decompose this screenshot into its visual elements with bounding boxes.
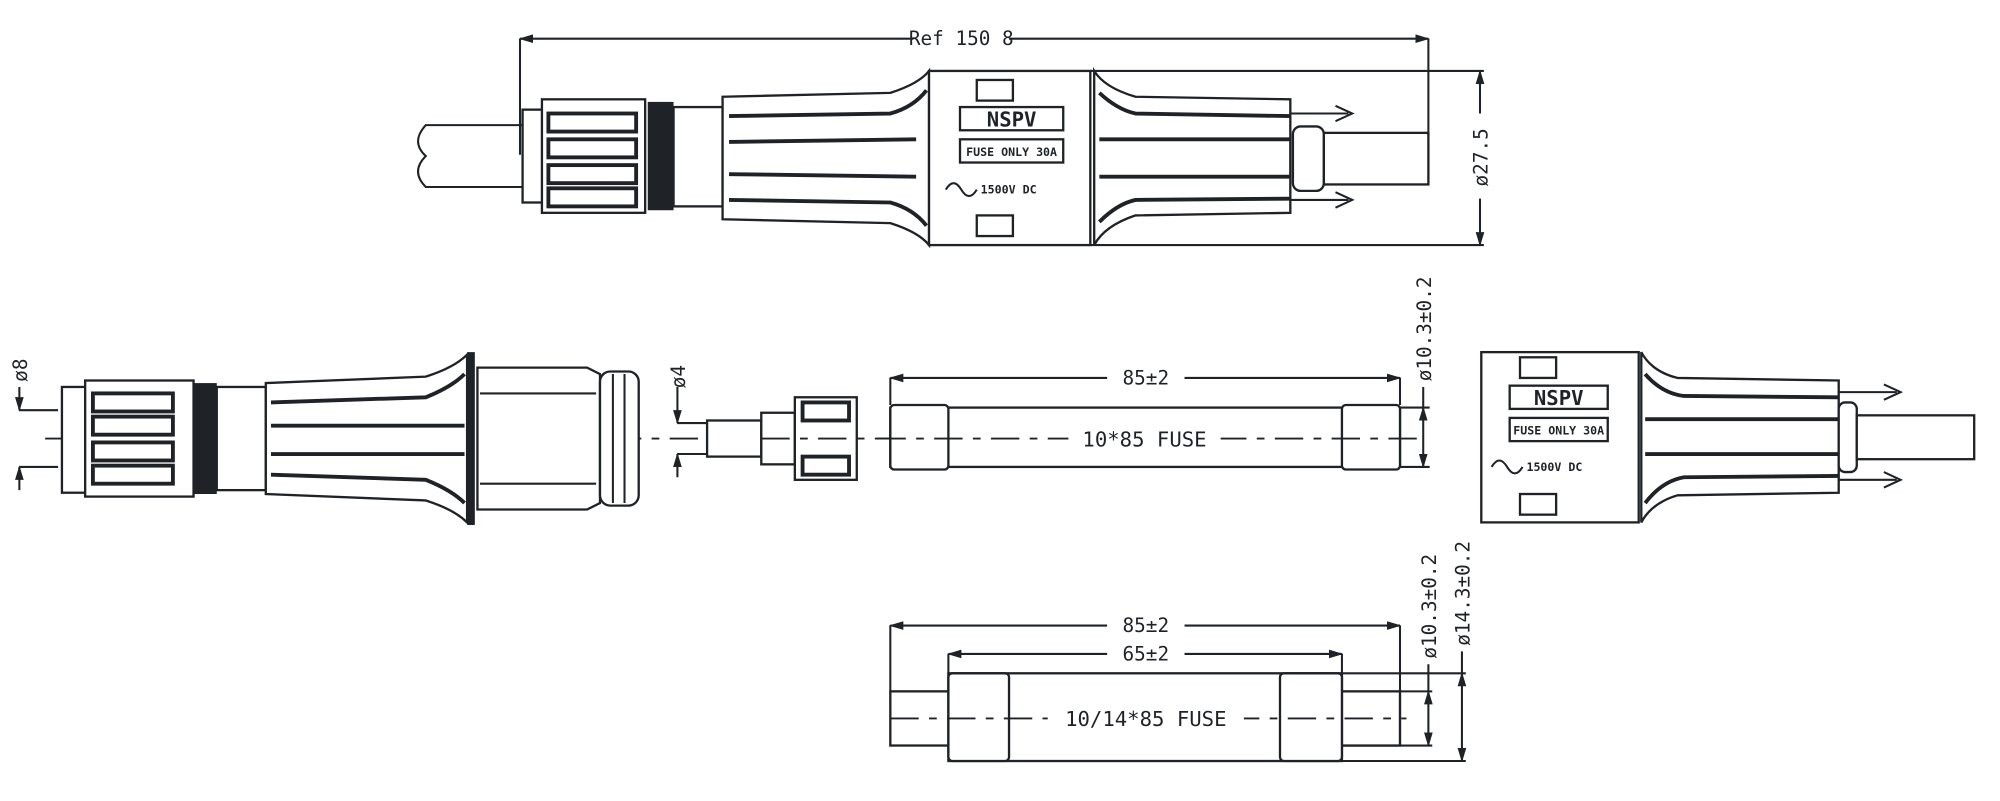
body-diameter-dimension: ø14.3±0.2 [1341, 541, 1475, 763]
fuse-10x85: 10*85 FUSE 85±2 ø10.3±0.2 [877, 277, 1436, 471]
fuse-label: 10*85 FUSE [1082, 427, 1206, 451]
latch-window-top [975, 78, 1015, 102]
contact-pin [705, 396, 891, 481]
pin-diameter-dimension: ø4 [667, 365, 708, 478]
cable-gland [60, 385, 87, 494]
fuse-length-label: 85±2 [1123, 366, 1170, 389]
body-neck [215, 385, 267, 492]
o-ring [193, 383, 217, 495]
exploded-female-connector: NSPV FUSE ONLY 30A 1500V DC [1480, 350, 1976, 524]
body-length-label: 65±2 [1123, 642, 1170, 665]
exploded-male-connector: ø8 ø4 [9, 351, 717, 526]
fuse-length-dimension: 85±2 [888, 365, 1402, 406]
locking-nut [83, 379, 195, 498]
cable-seal [1291, 125, 1326, 193]
end-cap [1278, 672, 1344, 763]
end-cap [947, 672, 1011, 763]
fuse-diameter-dimension: ø10.3±0.2 [1400, 277, 1436, 469]
overall-length-dimension: 85±2 [888, 612, 1402, 746]
voltage-text: 1500V DC [1526, 460, 1582, 474]
cable-seal [1837, 401, 1858, 474]
body-diameter-label: ø14.3±0.2 [1452, 541, 1475, 646]
cable-diameter-dimension: ø8 [9, 359, 59, 491]
voltage-text: 1500V DC [981, 182, 1037, 196]
outer-diameter-label: ø27.5 [1470, 128, 1493, 186]
latch-arrow [1290, 104, 1355, 123]
right-cable [1855, 414, 1976, 461]
overall-length-label: 85±2 [1123, 614, 1170, 637]
fuse-label: 10/14*85 FUSE [1065, 707, 1226, 731]
ac-dc-symbol-icon [1490, 459, 1524, 475]
right-cable [1322, 131, 1430, 186]
overall-length-label: Ref 150 8 [909, 27, 1014, 50]
fuse-diameter-label: ø10.3±0.2 [1413, 277, 1436, 382]
diameter-dimension: ø27.5 [1090, 69, 1493, 247]
cable-diameter-label: ø8 [9, 359, 32, 382]
body-length-dimension: 65±2 [946, 641, 1344, 674]
end-cap [1340, 403, 1402, 471]
left-ribbed-body [721, 67, 931, 249]
cap-diameter-dimension: ø10.3±0.2 [1341, 554, 1441, 747]
latch-window-bottom [1518, 492, 1558, 516]
length-dimension: Ref 150 8 [518, 25, 1430, 155]
latch-window-top [1518, 356, 1558, 380]
fuse-holder-label-box: NSPV FUSE ONLY 30A 1500V DC [927, 69, 1092, 247]
brand-logo: NSPV [1534, 386, 1584, 410]
socket-housing [476, 366, 640, 511]
ribbed-body [264, 351, 475, 526]
end-cap [889, 403, 950, 471]
pin-diameter-label: ø4 [667, 365, 690, 388]
right-ribbed-body [1093, 66, 1355, 246]
brand-logo: NSPV [987, 107, 1037, 131]
latch-window-bottom [975, 214, 1015, 238]
fuse-10-14x85-detail: 10/14*85 FUSE 85±2 65±2 ø10.3±0.2 ø14.3±… [888, 541, 1475, 763]
left-cable [417, 124, 523, 189]
cable-gland [521, 108, 545, 204]
rating-text: FUSE ONLY 30A [966, 145, 1057, 159]
ac-dc-symbol-icon [944, 182, 978, 198]
body-neck [672, 105, 724, 208]
o-ring [647, 101, 674, 211]
assembled-fuse-connector: NSPV FUSE ONLY 30A 1500V DC Ref 150 8 [417, 25, 1493, 249]
cap-diameter-label: ø10.3±0.2 [1418, 554, 1441, 659]
rating-text: FUSE ONLY 30A [1513, 424, 1604, 438]
locking-nut [540, 98, 647, 214]
